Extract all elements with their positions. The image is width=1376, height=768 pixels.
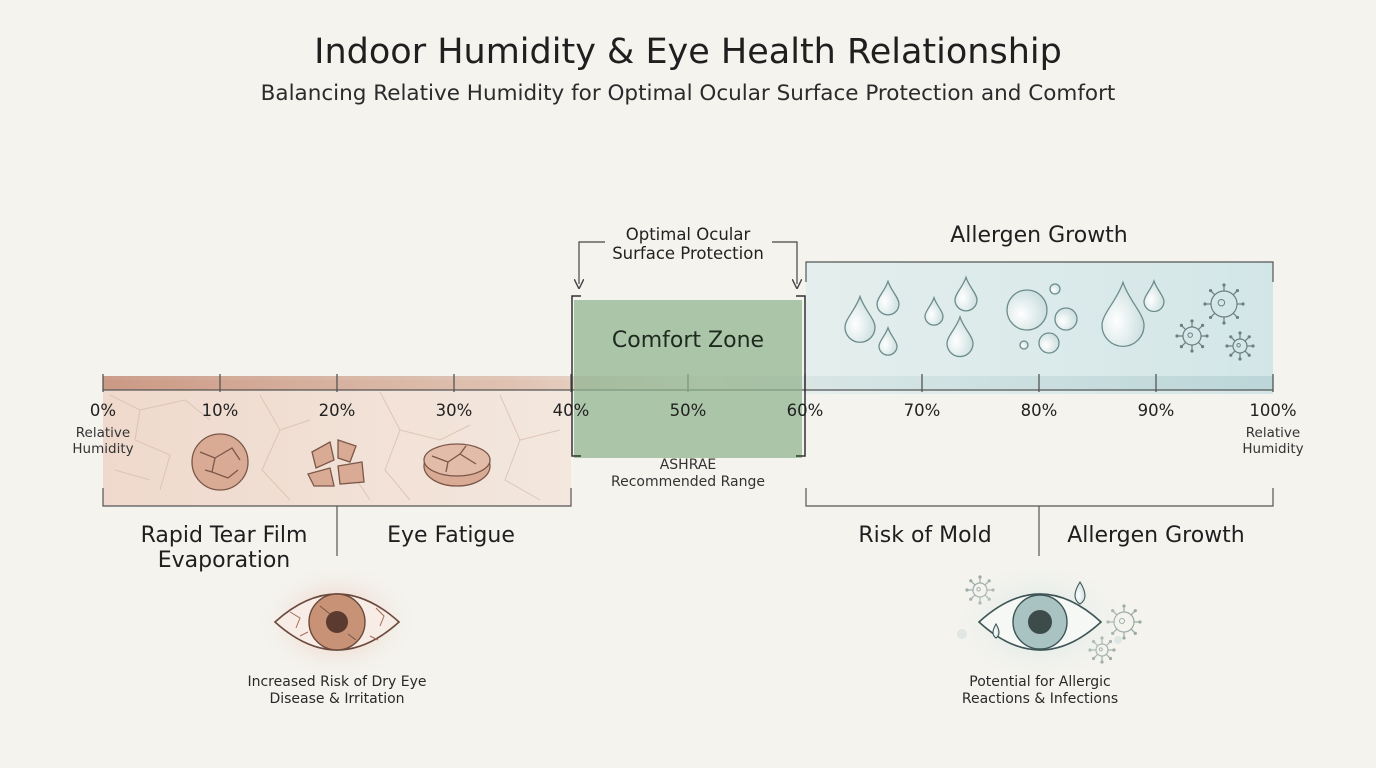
left-end-label: Relative Humidity	[72, 425, 134, 458]
tick-label: 50%	[669, 401, 707, 420]
tick-label: 0%	[89, 401, 117, 420]
optimal-protection-label: Optimal Ocular Surface Protection	[612, 225, 764, 264]
optimal-arrow-left	[579, 241, 605, 284]
humid-bracket	[805, 488, 1274, 507]
tick-label: 100%	[1249, 401, 1297, 420]
water-droplet-icon	[1101, 280, 1145, 347]
allergic-eye-icon	[957, 580, 1122, 651]
tick-label: 80%	[1020, 401, 1058, 420]
ashrae-range-note: ASHRAE Recommended Range	[611, 457, 765, 491]
tick-label: 20%	[318, 401, 356, 420]
shattered-disc-icon	[307, 439, 365, 487]
water-droplet-icon	[844, 294, 876, 343]
eye-fatigue-label: Eye Fatigue	[387, 523, 515, 548]
tick-label: 10%	[201, 401, 239, 420]
tick-label: 30%	[435, 401, 473, 420]
allergic-eye-caption: Potential for Allergic Reactions & Infec…	[961, 674, 1119, 707]
tick-label: 70%	[903, 401, 941, 420]
page-subtitle: Balancing Relative Humidity for Optimal …	[260, 81, 1116, 106]
allergen-bracket	[805, 261, 1274, 282]
water-droplet-icon	[954, 275, 978, 312]
tear-film-label: Rapid Tear Film Evaporation	[140, 523, 308, 574]
water-droplet-icon	[876, 279, 900, 316]
water-droplet-icon	[1143, 278, 1165, 313]
tick-label: 90%	[1137, 401, 1175, 420]
water-droplet-icon	[878, 325, 898, 356]
optimal-arrow-right	[772, 241, 797, 284]
cracked-disc-icon	[423, 443, 491, 487]
comfort-zone-label: Comfort Zone	[611, 328, 765, 353]
tick-label: 40%	[552, 401, 590, 420]
comfort-bracket-left	[571, 295, 581, 457]
virus-icon	[1203, 283, 1245, 325]
dry-zone-panel	[103, 380, 571, 506]
water-droplet-icon	[924, 295, 944, 326]
page-title: Indoor Humidity & Eye Health Relationshi…	[314, 32, 1062, 72]
allergen-growth-bottom-label: Allergen Growth	[1067, 523, 1245, 548]
cracked-sphere-icon	[191, 433, 249, 491]
comfort-bracket-right	[796, 295, 806, 457]
cracked-texture	[109, 391, 561, 501]
tick-label: 60%	[786, 401, 824, 420]
comfort-zone-box	[574, 300, 802, 458]
virus-icon	[1175, 319, 1209, 353]
right-end-label: Relative Humidity	[1242, 425, 1304, 458]
allergen-growth-top-label: Allergen Growth	[950, 223, 1128, 248]
dry-eye-caption: Increased Risk of Dry Eye Disease & Irri…	[247, 674, 427, 707]
dry-eye-icon	[273, 593, 401, 651]
water-droplet-icon	[946, 314, 974, 358]
risk-of-mold-label: Risk of Mold	[858, 523, 992, 548]
bubble-icon	[1006, 283, 1078, 354]
water-droplet-icons	[844, 275, 1165, 358]
virus-icon	[1225, 331, 1255, 361]
